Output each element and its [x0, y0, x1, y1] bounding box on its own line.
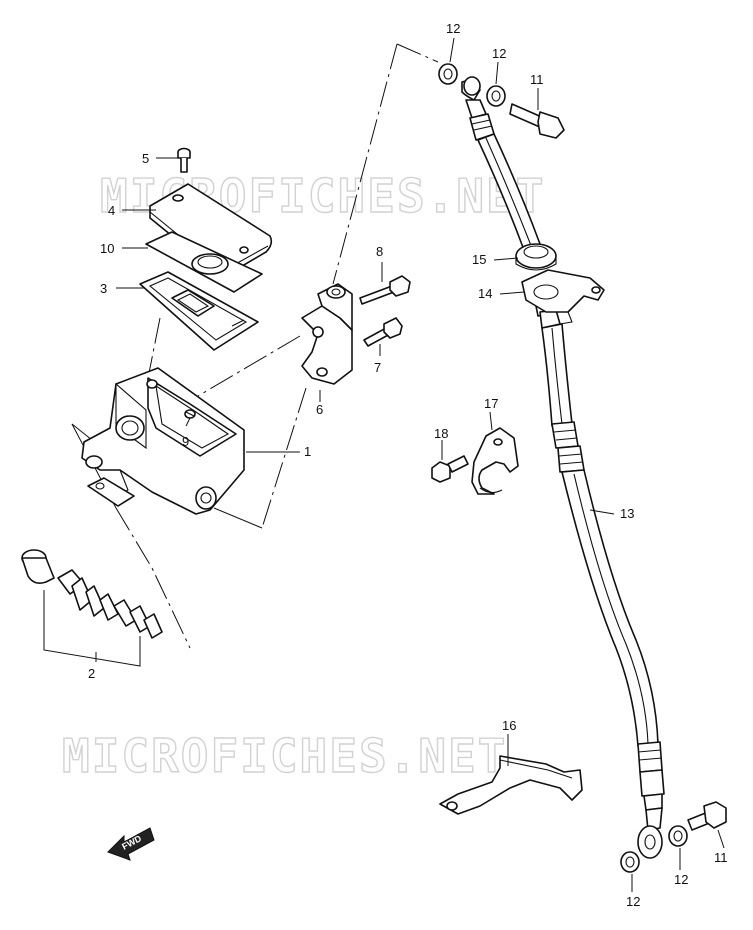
gasket-top-left-part[interactable]: [438, 63, 458, 85]
diaphragm-plate-part[interactable]: [145, 231, 263, 293]
callout-11-top: 11: [530, 72, 544, 87]
callout-12-top-right: 12: [492, 46, 506, 61]
callout-12-bottom-left: 12: [626, 894, 640, 909]
callout-numbers: 5 4 10 3 1 9 2 6 8 7 12 12 11 15 14 17 1…: [88, 21, 728, 909]
holder-bolt-lower-part[interactable]: [363, 317, 403, 347]
callout-17: 17: [484, 396, 498, 411]
callout-5: 5: [142, 151, 149, 166]
watermark-bottom: MICROFICHES.NET: [62, 729, 507, 783]
brake-hose-part[interactable]: [461, 76, 665, 859]
gasket-bottom-left-part[interactable]: [620, 851, 640, 873]
callout-4: 4: [108, 203, 115, 218]
assembly-reference-lines: [71, 43, 439, 649]
cap-screw-part[interactable]: [177, 147, 191, 173]
diaphragm-part[interactable]: [139, 271, 259, 351]
forward-direction-arrow: FWD: [107, 827, 155, 861]
callout-12-top-left: 12: [446, 21, 460, 36]
callout-12-bottom-right: 12: [674, 872, 688, 887]
callout-18: 18: [434, 426, 448, 441]
callout-9: 9: [182, 434, 189, 449]
callout-8: 8: [376, 244, 383, 259]
holder-bolt-upper-part[interactable]: [359, 275, 411, 305]
union-bolt-bottom-part[interactable]: [687, 801, 727, 831]
grommet-part[interactable]: [515, 243, 557, 271]
callout-6: 6: [316, 402, 323, 417]
callout-14: 14: [478, 286, 492, 301]
holder-part[interactable]: [301, 283, 353, 385]
union-bolt-top-part[interactable]: [509, 103, 565, 139]
hose-clamp-part[interactable]: [521, 269, 605, 325]
callout-16: 16: [502, 718, 516, 733]
callout-15: 15: [472, 252, 486, 267]
clamp-bolt-part[interactable]: [431, 455, 469, 483]
callout-3: 3: [100, 281, 107, 296]
callout-2: 2: [88, 666, 95, 681]
piston-kit-part[interactable]: [21, 549, 163, 639]
clamp-part[interactable]: [471, 427, 519, 495]
callout-11-bottom: 11: [714, 850, 728, 865]
gasket-bottom-right-part[interactable]: [668, 825, 688, 847]
bleeder-cap-part[interactable]: [184, 409, 196, 419]
callout-1: 1: [304, 444, 311, 459]
callout-13: 13: [620, 506, 634, 521]
master-cylinder-body-part[interactable]: [81, 367, 245, 515]
callout-leader-lines: [43, 37, 725, 892]
callout-10: 10: [100, 241, 114, 256]
gasket-top-right-part[interactable]: [486, 85, 506, 107]
hose-bracket-part[interactable]: [439, 755, 583, 815]
callout-7: 7: [374, 360, 381, 375]
